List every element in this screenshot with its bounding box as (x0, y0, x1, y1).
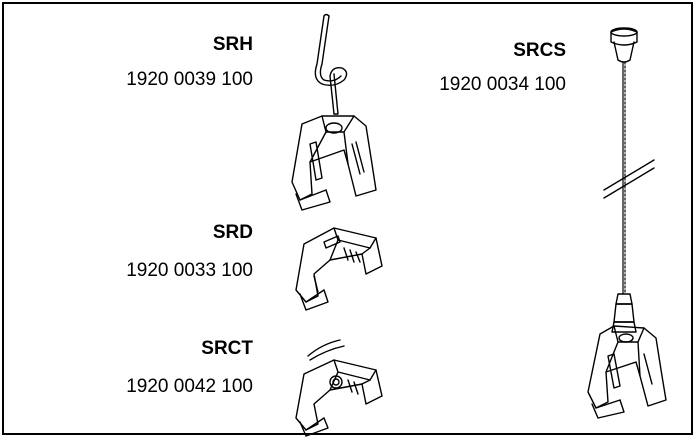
product-code-srh: SRH (212, 34, 253, 55)
product-panel: SRH 1920 0039 100 SRD 1920 0033 100 SRCT… (2, 2, 693, 437)
product-code-srd: SRD (212, 222, 253, 243)
product-code-srcs: SRCS (513, 40, 566, 61)
srct-clip-illustration (295, 339, 383, 437)
article-number-srct: 1920 0042 100 (126, 376, 253, 397)
srd-clip-illustration (295, 227, 383, 311)
article-number-srd: 1920 0033 100 (126, 260, 253, 281)
srh-hanger-illustration (291, 13, 377, 211)
article-number-srh: 1920 0039 100 (126, 69, 253, 90)
srcs-cable-hanger-illustration (587, 27, 667, 419)
article-number-srcs: 1920 0034 100 (439, 74, 566, 95)
product-code-srct: SRCT (201, 338, 253, 359)
